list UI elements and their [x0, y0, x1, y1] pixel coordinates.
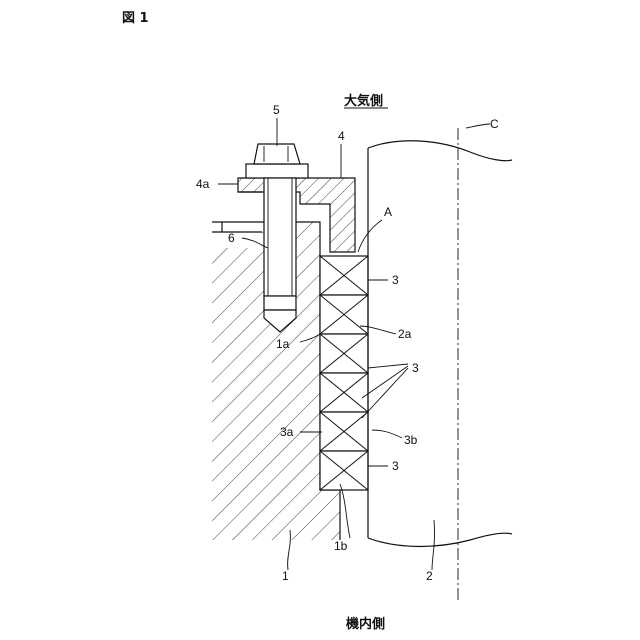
label-3-top: 3: [392, 273, 399, 287]
label-4a: 4a: [196, 177, 210, 191]
label-3-mid: 3: [412, 361, 419, 375]
figure-label: 図 1: [122, 11, 149, 26]
label-2: 2: [426, 569, 433, 583]
label-1b: 1b: [334, 539, 348, 553]
packing-stack-3: [320, 256, 368, 490]
label-1a: 1a: [276, 337, 290, 351]
label-c: C: [490, 117, 499, 131]
label-2a: 2a: [398, 327, 412, 341]
label-a: A: [384, 205, 392, 219]
label-1: 1: [282, 569, 289, 583]
label-4: 4: [338, 129, 345, 143]
bottom-side-label: 機内側: [346, 616, 385, 632]
shaft-2: [368, 128, 512, 600]
label-6: 6: [228, 231, 235, 245]
label-5: 5: [273, 103, 280, 117]
label-3b: 3b: [404, 433, 418, 447]
label-3-bot: 3: [392, 459, 399, 473]
top-side-label: 大気側: [344, 93, 383, 109]
label-3a: 3a: [280, 425, 294, 439]
